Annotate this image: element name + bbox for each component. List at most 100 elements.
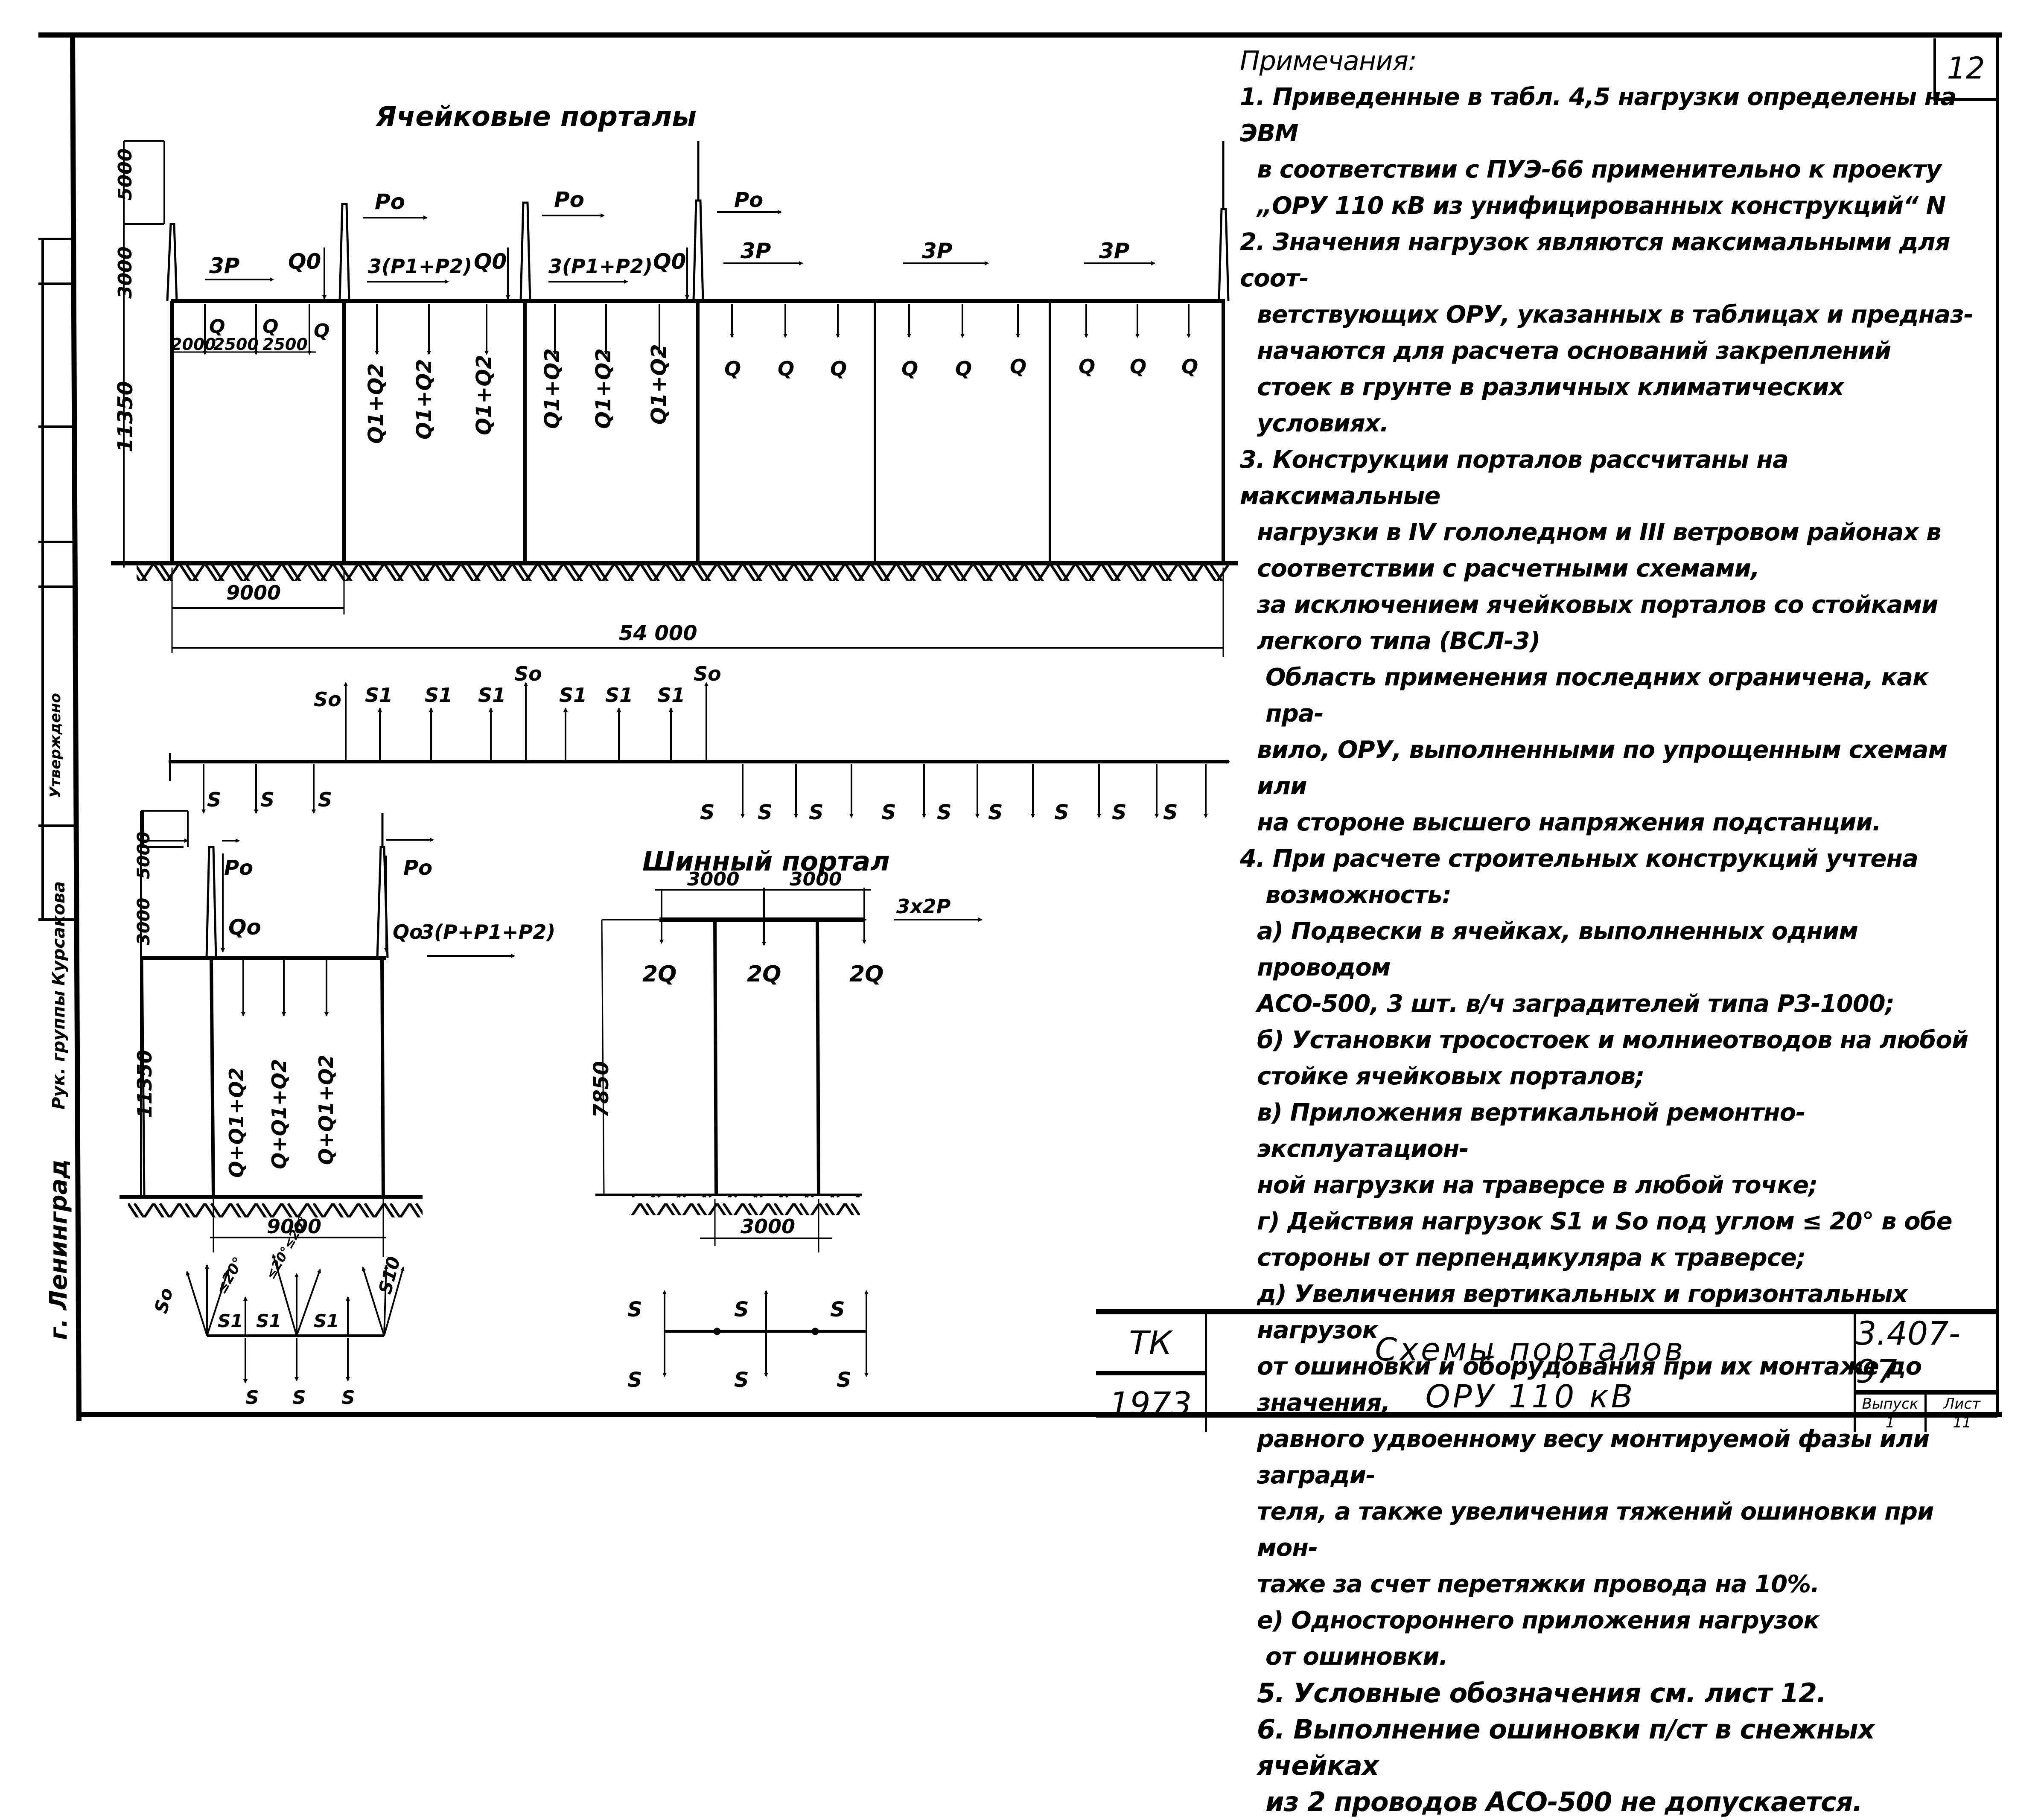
org-code: ТК (1096, 1314, 1205, 1375)
svg-text:Q0: Q0 (474, 249, 507, 274)
note-line: б) Установки тросостоек и молниеотводов … (1257, 1026, 1968, 1054)
note-line: вило, ОРУ, выполненными по упрощенным сх… (1257, 736, 1948, 800)
margin-city: г. Ленинград (45, 1159, 73, 1340)
svg-text:3(P1+P2): 3(P1+P2) (548, 255, 653, 278)
svg-text:S: S (245, 1387, 259, 1409)
svg-text:S: S (627, 1298, 642, 1322)
svg-text:S: S (341, 1387, 355, 1409)
svg-text:S1: S1 (314, 1310, 339, 1331)
svg-text:54 000: 54 000 (619, 621, 697, 645)
svg-text:S: S (1112, 801, 1127, 824)
note-line: возможность: (1265, 881, 1452, 909)
sheet-cell: Лист 11 (1927, 1395, 1997, 1432)
svg-text:11350: 11350 (133, 1050, 156, 1118)
svg-text:3P: 3P (922, 239, 952, 263)
note-line: в соответствии с ПУЭ-66 применительно к … (1257, 156, 1942, 183)
svg-text:3P: 3P (209, 253, 239, 278)
svg-text:9000: 9000 (267, 1215, 321, 1238)
note-line: 1. Приведенные в табл. 4,5 нагрузки опре… (1240, 83, 1956, 147)
svg-text:Q: Q (724, 357, 741, 380)
svg-text:3x2P: 3x2P (896, 895, 951, 918)
svg-text:3000: 3000 (790, 868, 842, 890)
svg-text:S: S (809, 801, 824, 824)
drawing-canvas: Ячейковые порталы 3000 5000 11350 2000 2… (38, 32, 2002, 1421)
svg-text:3000: 3000 (741, 1215, 795, 1238)
note-line: нагрузки в IV гололедном и III ветровом … (1257, 518, 1942, 546)
title-block: ТК 1973 Схемы порталов ОРУ 110 кВ 3.407-… (1096, 1309, 1997, 1432)
svg-text:2500: 2500 (262, 335, 308, 354)
note-line: ной нагрузки на траверсе в любой точке; (1257, 1171, 1818, 1199)
svg-text:S: S (207, 788, 221, 811)
svg-text:3000: 3000 (687, 868, 739, 890)
sheet-label: Лист (1943, 1395, 1981, 1412)
title-block-org: ТК 1973 (1096, 1314, 1207, 1432)
notes-block: Примечания: 1. Приведенные в табл. 4,5 н… (1240, 43, 1991, 1820)
issue-cell: Выпуск 1 (1856, 1395, 1927, 1432)
svg-text:Q: Q (262, 316, 278, 338)
svg-text:3P: 3P (741, 239, 771, 263)
svg-text:2000: 2000 (171, 335, 216, 354)
note-line: 6. Выполнение ошиновки п/ст в снежных яч… (1257, 1714, 1875, 1781)
note-line: а) Подвески в ячейках, выполненных одним… (1257, 917, 1858, 981)
sheet-value: 11 (1953, 1414, 1971, 1431)
svg-text:5000: 5000 (114, 149, 136, 201)
cell-portal-labels: Ячейковые порталы 3000 5000 11350 2000 2… (114, 101, 1198, 645)
svg-text:Q1+Q2: Q1+Q2 (540, 348, 564, 429)
end-portal-labels: 5000 3000 11350 Po Po Qo Qo 3(P+P1+P2) Q… (133, 832, 555, 1238)
note-line: 5. Условные обозначения см. лист 12. (1257, 1677, 1827, 1709)
svg-text:S: S (700, 801, 715, 824)
note-line: ветствующих ОРУ, указанных в таблицах и … (1257, 301, 1974, 329)
svg-text:Q: Q (1181, 355, 1198, 378)
svg-text:2Q: 2Q (747, 961, 781, 987)
svg-text:Q: Q (778, 357, 794, 380)
svg-text:Ячейковые порталы: Ячейковые порталы (375, 101, 697, 133)
end-portal-plan-labels: So S10 S1 S1 S1 ≤20° ≤20°≤20° S S S (150, 1214, 404, 1409)
svg-text:Q1+Q2: Q1+Q2 (472, 355, 496, 435)
svg-text:Q: Q (1010, 355, 1026, 378)
svg-text:Q0: Q0 (288, 249, 321, 274)
svg-text:Po: Po (375, 189, 405, 214)
svg-text:So: So (514, 662, 542, 685)
svg-text:7850: 7850 (589, 1061, 613, 1118)
svg-text:Q: Q (901, 357, 918, 380)
svg-text:S: S (881, 801, 896, 824)
note-line: на стороне высшего напряжения подстанции… (1257, 809, 1881, 836)
svg-text:Q: Q (955, 357, 972, 380)
svg-text:2Q: 2Q (642, 961, 676, 987)
svg-text:3000: 3000 (134, 898, 154, 945)
svg-text:3(P1+P2): 3(P1+P2) (368, 255, 472, 278)
svg-text:S: S (260, 788, 274, 811)
svg-text:S: S (988, 801, 1003, 824)
svg-text:S: S (292, 1387, 306, 1409)
note-line: АСО-500, 3 шт. в/ч заградителей типа РЗ-… (1257, 990, 1895, 1018)
svg-text:So: So (314, 688, 341, 711)
svg-text:11350: 11350 (114, 381, 137, 452)
svg-text:Q: Q (1079, 355, 1095, 378)
bus-portal-plan-labels: S S S S S S (627, 1298, 851, 1392)
svg-text:S: S (830, 1298, 845, 1322)
note-line: теля, а также увеличения тяжений ошиновк… (1257, 1498, 1934, 1562)
margin-approved: Утверждено (47, 693, 64, 798)
svg-text:So: So (150, 1286, 177, 1316)
year: 1973 (1109, 1385, 1192, 1423)
note-line: начаются для расчета оснований закреплен… (1257, 337, 1891, 365)
svg-text:S: S (318, 788, 332, 811)
note-line: стороны от перпендикуляра к траверсе; (1257, 1244, 1806, 1272)
issue-label: Выпуск (1862, 1395, 1919, 1412)
svg-text:Q1+Q2: Q1+Q2 (647, 344, 671, 425)
note-line: от ошиновки. (1265, 1643, 1448, 1671)
note-line: таже за счет перетяжки провода на 10%. (1257, 1570, 1819, 1598)
issue-value: 1 (1885, 1414, 1895, 1431)
title-block-code: 3.407-97 Выпуск 1 Лист 11 (1856, 1314, 1997, 1432)
svg-text:S: S (1163, 801, 1178, 824)
svg-text:S: S (937, 801, 952, 824)
note-line: в) Приложения вертикальной ремонтно-эксп… (1257, 1099, 1805, 1163)
bus-portal-plan (662, 1290, 869, 1377)
margin-group-head: Рук. группы (49, 990, 69, 1109)
sheet-number: 12 (1933, 38, 1996, 101)
note-line: 2. Значения нагрузок являются максимальн… (1240, 228, 1951, 292)
svg-text:S1: S1 (425, 684, 452, 707)
svg-text:S: S (837, 1368, 851, 1392)
svg-text:2500: 2500 (213, 335, 259, 354)
svg-text:S1: S1 (657, 684, 685, 707)
